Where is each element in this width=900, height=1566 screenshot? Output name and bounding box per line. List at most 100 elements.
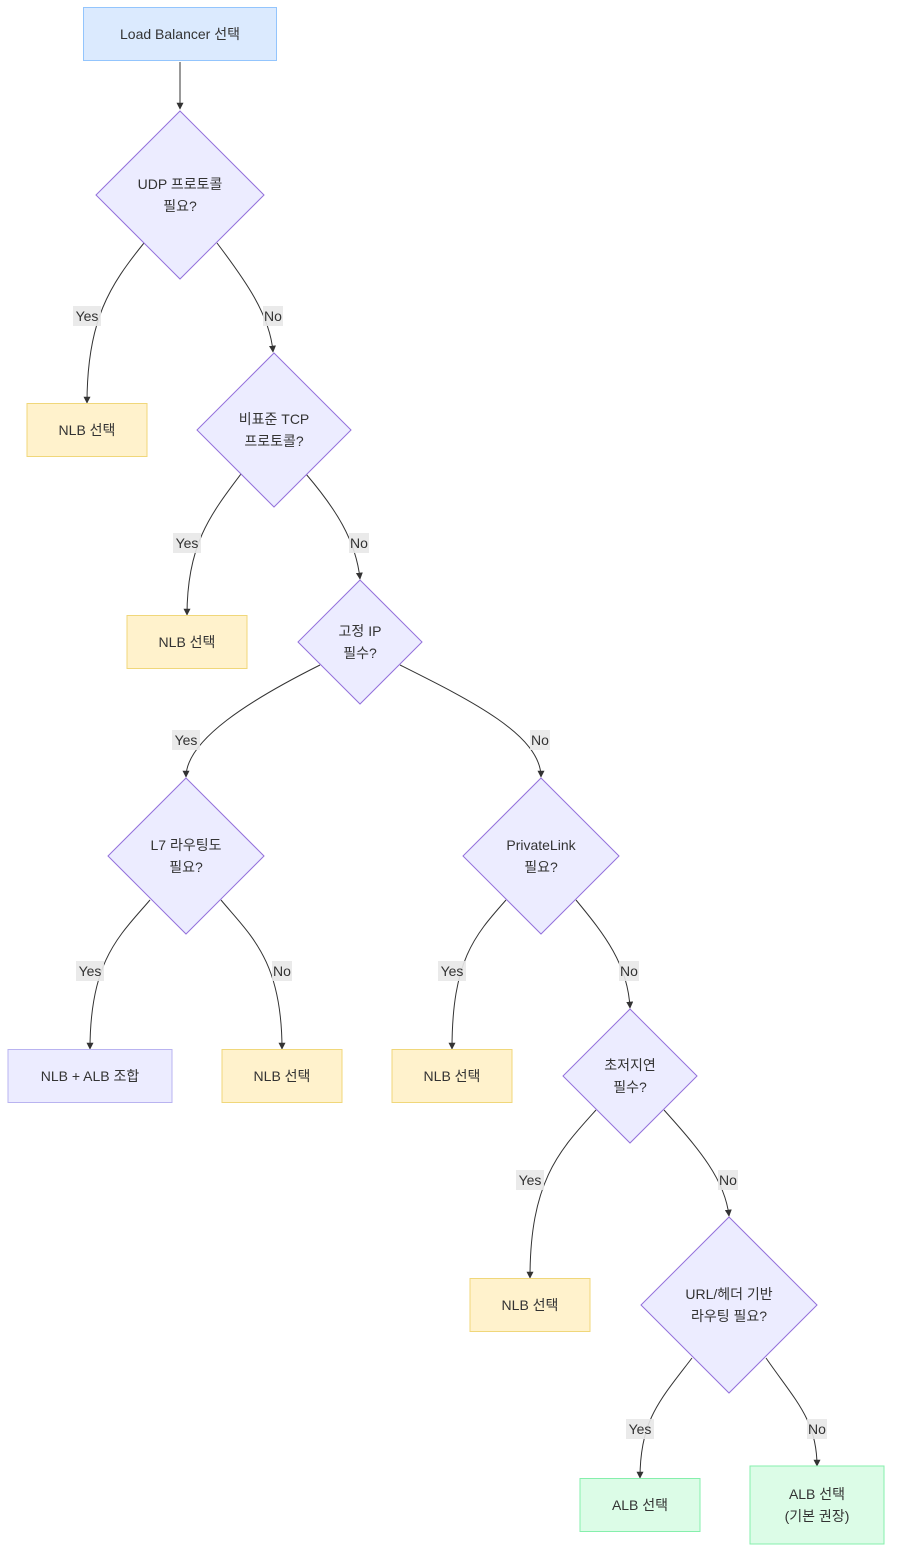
edge-label-no: No bbox=[263, 306, 283, 326]
node-label-line: 필수? bbox=[343, 645, 377, 661]
result-box bbox=[749, 1465, 885, 1545]
result-node-r-nlb-tcp: NLB 선택 bbox=[126, 615, 248, 669]
edge-label-background bbox=[76, 961, 104, 981]
result-box bbox=[83, 7, 277, 61]
result-box bbox=[126, 615, 248, 669]
edge-label-text: No bbox=[719, 1172, 737, 1188]
node-label-line: 고정 IP bbox=[339, 623, 382, 639]
edge-label-no: No bbox=[349, 533, 369, 553]
node-label-line: Load Balancer 선택 bbox=[120, 26, 240, 42]
node-label-line: UDP 프로토콜 bbox=[138, 176, 223, 192]
edge-label-text: No bbox=[620, 963, 638, 979]
edge-pl-no bbox=[575, 899, 634, 1009]
edge-tcp-yes bbox=[183, 473, 242, 616]
decision-diamond bbox=[462, 777, 620, 935]
edge-label-text: Yes bbox=[441, 963, 464, 979]
node-label-line: 라우팅 필요? bbox=[691, 1308, 767, 1324]
node-label-line: 필요? bbox=[163, 198, 197, 214]
edge-label-background bbox=[516, 1170, 544, 1190]
node-label-line: 비표준 TCP bbox=[239, 411, 310, 427]
edge-label-text: Yes bbox=[176, 535, 199, 551]
edge-l7-no bbox=[220, 899, 286, 1050]
edge-label-yes: Yes bbox=[76, 961, 104, 981]
edge-label-no: No bbox=[530, 730, 550, 750]
edge-label-yes: Yes bbox=[438, 961, 466, 981]
edge-label-no: No bbox=[807, 1419, 827, 1439]
edge-label-background bbox=[172, 730, 200, 750]
edge-ip-no bbox=[399, 664, 545, 778]
edge-udp-yes bbox=[83, 242, 145, 404]
edges-layer bbox=[83, 62, 821, 1479]
node-label-line: NLB + ALB 조합 bbox=[41, 1068, 140, 1084]
edge-pl-yes bbox=[448, 899, 507, 1050]
decision-diamond bbox=[107, 777, 265, 935]
node-label-line: 필수? bbox=[613, 1079, 647, 1095]
edge-label-no: No bbox=[619, 961, 639, 981]
edge-label-background bbox=[718, 1170, 738, 1190]
result-node-r-combo: NLB + ALB 조합 bbox=[7, 1049, 173, 1103]
edge-label-text: No bbox=[273, 963, 291, 979]
result-node-r-nlb-lat: NLB 선택 bbox=[469, 1278, 591, 1332]
edge-label-background bbox=[173, 533, 201, 553]
node-label-line: NLB 선택 bbox=[59, 422, 116, 438]
result-box bbox=[26, 403, 148, 457]
edge-label-text: No bbox=[808, 1421, 826, 1437]
edge-label-background bbox=[807, 1419, 827, 1439]
node-label-line: NLB 선택 bbox=[424, 1068, 481, 1084]
decision-diamond bbox=[640, 1216, 818, 1394]
edge-label-text: Yes bbox=[175, 732, 198, 748]
edge-url-yes bbox=[636, 1357, 693, 1479]
node-label-line: NLB 선택 bbox=[159, 634, 216, 650]
decision-diamond bbox=[196, 352, 352, 508]
node-label-line: (기본 권장) bbox=[785, 1508, 850, 1524]
result-node-start: Load Balancer 선택 bbox=[83, 7, 277, 61]
edge-label-background bbox=[73, 306, 101, 326]
decision-node-q-pl: PrivateLink 필요? bbox=[462, 777, 620, 935]
edge-label-text: Yes bbox=[79, 963, 102, 979]
result-box bbox=[7, 1049, 173, 1103]
node-label-line: ALB 선택 bbox=[789, 1486, 845, 1502]
decision-diamond bbox=[562, 1008, 698, 1144]
node-label-line: ALB 선택 bbox=[612, 1497, 668, 1513]
result-node-r-nlb-udp: NLB 선택 bbox=[26, 403, 148, 457]
edge-label-yes: Yes bbox=[173, 533, 201, 553]
result-box bbox=[579, 1478, 701, 1532]
edge-label-text: Yes bbox=[629, 1421, 652, 1437]
result-node-r-alb-yes: ALB 선택 bbox=[579, 1478, 701, 1532]
edge-lat-yes bbox=[526, 1109, 597, 1279]
edge-label-yes: Yes bbox=[516, 1170, 544, 1190]
result-box bbox=[391, 1049, 513, 1103]
node-label-line: 필요? bbox=[524, 859, 558, 875]
edge-label-text: Yes bbox=[76, 308, 99, 324]
edge-l7-yes bbox=[86, 899, 151, 1050]
node-label-line: NLB 선택 bbox=[502, 1297, 559, 1313]
edge-label-background bbox=[438, 961, 466, 981]
edge-url-no bbox=[765, 1357, 821, 1467]
node-label-line: URL/헤더 기반 bbox=[685, 1286, 772, 1302]
edge-ip-yes bbox=[182, 664, 321, 778]
node-label-line: PrivateLink bbox=[506, 837, 576, 853]
edge-label-background bbox=[272, 961, 292, 981]
result-node-r-nlb-pl: NLB 선택 bbox=[391, 1049, 513, 1103]
edge-tcp-no bbox=[305, 473, 363, 580]
edge-label-background bbox=[349, 533, 369, 553]
edge-label-text: Yes bbox=[519, 1172, 542, 1188]
edge-label-text: No bbox=[264, 308, 282, 324]
result-box bbox=[221, 1049, 343, 1103]
edge-label-background bbox=[626, 1419, 654, 1439]
node-label-line: L7 라우팅도 bbox=[151, 837, 222, 853]
edge-label-text: No bbox=[350, 535, 368, 551]
node-label-line: NLB 선택 bbox=[254, 1068, 311, 1084]
edge-label-background bbox=[619, 961, 639, 981]
edge-label-yes: Yes bbox=[73, 306, 101, 326]
node-label-line: 필요? bbox=[169, 859, 203, 875]
edge-udp-no bbox=[216, 242, 276, 353]
edge-label-background bbox=[263, 306, 283, 326]
